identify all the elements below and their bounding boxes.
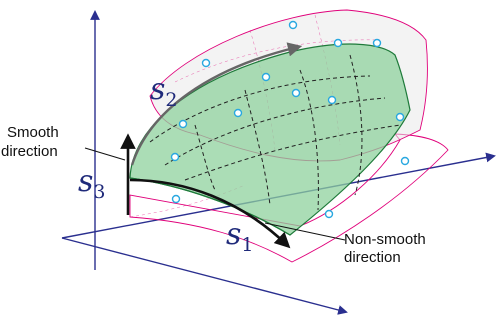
- point: [395, 112, 405, 122]
- point: [170, 152, 180, 162]
- data-points: [170, 20, 410, 219]
- grid-lines: [149, 54, 401, 211]
- point: [201, 58, 211, 68]
- point: [178, 119, 188, 129]
- bottom-surface: [129, 133, 449, 263]
- smooth-leader: [84, 147, 126, 161]
- s2-arrow: [130, 42, 303, 166]
- nonsmooth-leader: [264, 222, 346, 241]
- nonsmooth-direction-label: Non-smooth direction: [344, 231, 430, 266]
- point: [324, 209, 334, 219]
- front-axis: [61, 237, 348, 315]
- s1-label: s1: [226, 217, 254, 256]
- point: [261, 72, 271, 82]
- point: [327, 95, 337, 105]
- point: [372, 38, 382, 48]
- point: [288, 20, 298, 30]
- point: [291, 88, 301, 98]
- point: [400, 156, 410, 166]
- point: [233, 108, 243, 118]
- direction-arrows: [84, 42, 346, 249]
- s3-label: s3: [78, 164, 106, 203]
- smooth-direction-label: Smooth direction: [1, 124, 63, 160]
- labels: s2 s3 s1 Smooth direction Non-smooth dir…: [1, 72, 430, 266]
- green-surface: [129, 43, 411, 236]
- point: [333, 38, 343, 48]
- s1-arrow: [129, 178, 291, 249]
- point: [171, 194, 181, 204]
- s2-label: s2: [150, 72, 178, 111]
